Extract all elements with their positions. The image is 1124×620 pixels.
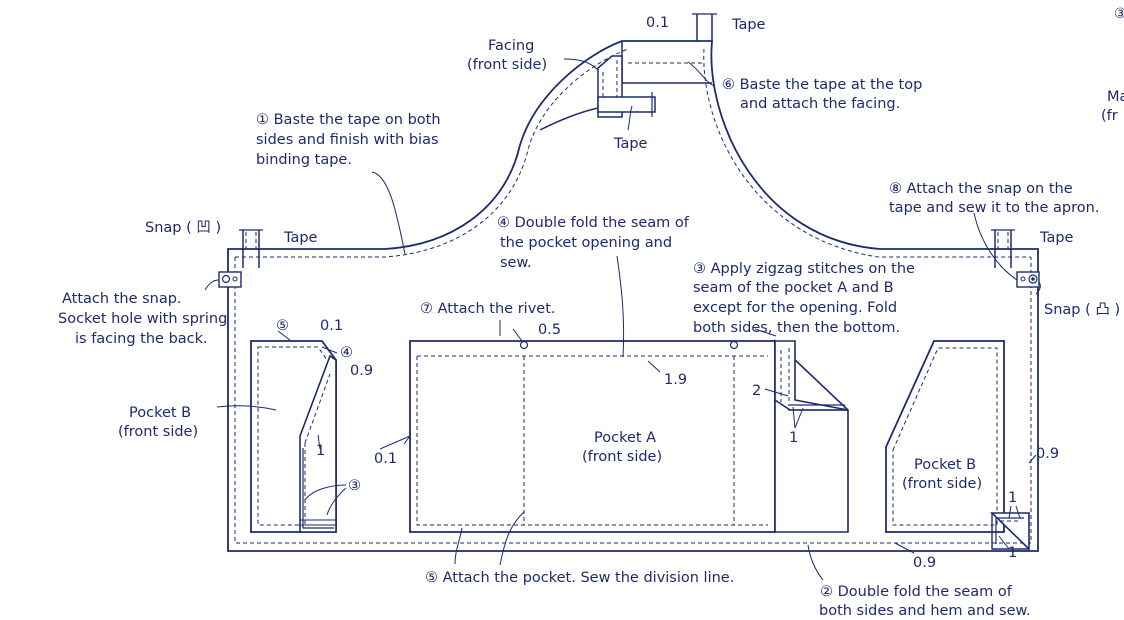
label-pocket-b-right-2: (front side)	[902, 476, 982, 492]
right-tape-snap	[991, 229, 1040, 288]
label-step6-1: ⑥ Baste the tape at the top	[722, 77, 922, 93]
label-tape-left: Tape	[283, 230, 318, 246]
label-step3-1: ③ Apply zigzag stitches on the	[693, 261, 915, 277]
pocket-b-right	[885, 340, 1030, 551]
label-tape-top: Tape	[731, 17, 766, 33]
label-01-pocketb: 0.1	[320, 318, 343, 334]
label-tape-facing: Tape	[613, 136, 648, 152]
label-2: 2	[752, 383, 761, 399]
label-step2-2: both sides and hem and sew.	[819, 603, 1031, 619]
label-1-pocketb: 1	[316, 443, 325, 459]
label-partial-ma: Ma	[1107, 89, 1124, 105]
label-step7: ⑦ Attach the rivet.	[420, 301, 556, 317]
label-01-top: 0.1	[646, 15, 669, 31]
label-step4-3: sew.	[500, 255, 532, 271]
label-partial-circle: ③	[1114, 6, 1124, 22]
label-09-pocketb: 0.9	[350, 363, 373, 379]
label-pocket-b-left-2: (front side)	[118, 424, 198, 440]
label-pocket-a-1: Pocket A	[594, 430, 656, 446]
label-step3-2: seam of the pocket A and B	[693, 280, 894, 296]
label-step6-2: and attach the facing.	[740, 96, 900, 112]
label-attach-snap-1: Attach the snap.	[62, 291, 182, 307]
label-step8-2: tape and sew it to the apron.	[889, 200, 1099, 216]
top-tape-and-facing	[539, 13, 717, 131]
pocket-b-left	[250, 340, 337, 533]
label-step1-1: ① Baste the tape on both	[256, 112, 441, 128]
label-01-pocketa: 0.1	[374, 451, 397, 467]
label-circled5-pocket: ⑤	[276, 318, 289, 334]
label-step8-1: ⑧ Attach the snap on the	[889, 181, 1073, 197]
label-step4-2: the pocket opening and	[500, 235, 672, 251]
left-tape-snap	[218, 229, 263, 288]
label-1-right-b: 1	[1008, 545, 1017, 561]
label-step5: ⑤ Attach the pocket. Sew the division li…	[425, 570, 734, 586]
label-1-pocketa: 1	[789, 430, 798, 446]
label-1-right-a: 1	[1008, 490, 1017, 506]
label-09-bottom: 0.9	[913, 555, 936, 571]
label-facing-2: (front side)	[467, 57, 547, 73]
label-circled4: ④	[340, 345, 353, 361]
label-step3-3: except for the opening. Fold	[693, 300, 897, 316]
label-pocket-b-right-1: Pocket B	[914, 457, 976, 473]
pocket-a	[409, 339, 849, 533]
label-09-right: 0.9	[1036, 446, 1059, 462]
label-facing-1: Facing	[488, 38, 534, 54]
label-step1-3: binding tape.	[256, 152, 352, 168]
label-step2-1: ② Double fold the seam of	[820, 584, 1013, 600]
label-attach-snap-2: Socket hole with spring	[58, 311, 227, 327]
label-snap-right: Snap ( 凸 )	[1044, 302, 1120, 318]
label-step3-4: both sides, then the bottom.	[693, 320, 900, 336]
label-tape-right: Tape	[1039, 230, 1074, 246]
label-05: 0.5	[538, 322, 561, 338]
annotations: Tape 0.1 Facing (front side) ⑥ Baste the…	[58, 6, 1124, 619]
label-circled3-pocket: ③	[348, 478, 361, 494]
label-step4-1: ④ Double fold the seam of	[497, 215, 690, 231]
label-pocket-b-left-1: Pocket B	[129, 405, 191, 421]
label-19: 1.9	[664, 372, 687, 388]
apron-body	[227, 40, 1039, 552]
leader-lines	[204, 58, 1041, 581]
label-attach-snap-3: is facing the back.	[75, 331, 208, 347]
label-partial-fr: (fr	[1101, 108, 1118, 124]
label-snap-left: Snap ( 凹 )	[145, 220, 221, 236]
label-step1-2: sides and finish with bias	[256, 132, 439, 148]
label-pocket-a-2: (front side)	[582, 449, 662, 465]
